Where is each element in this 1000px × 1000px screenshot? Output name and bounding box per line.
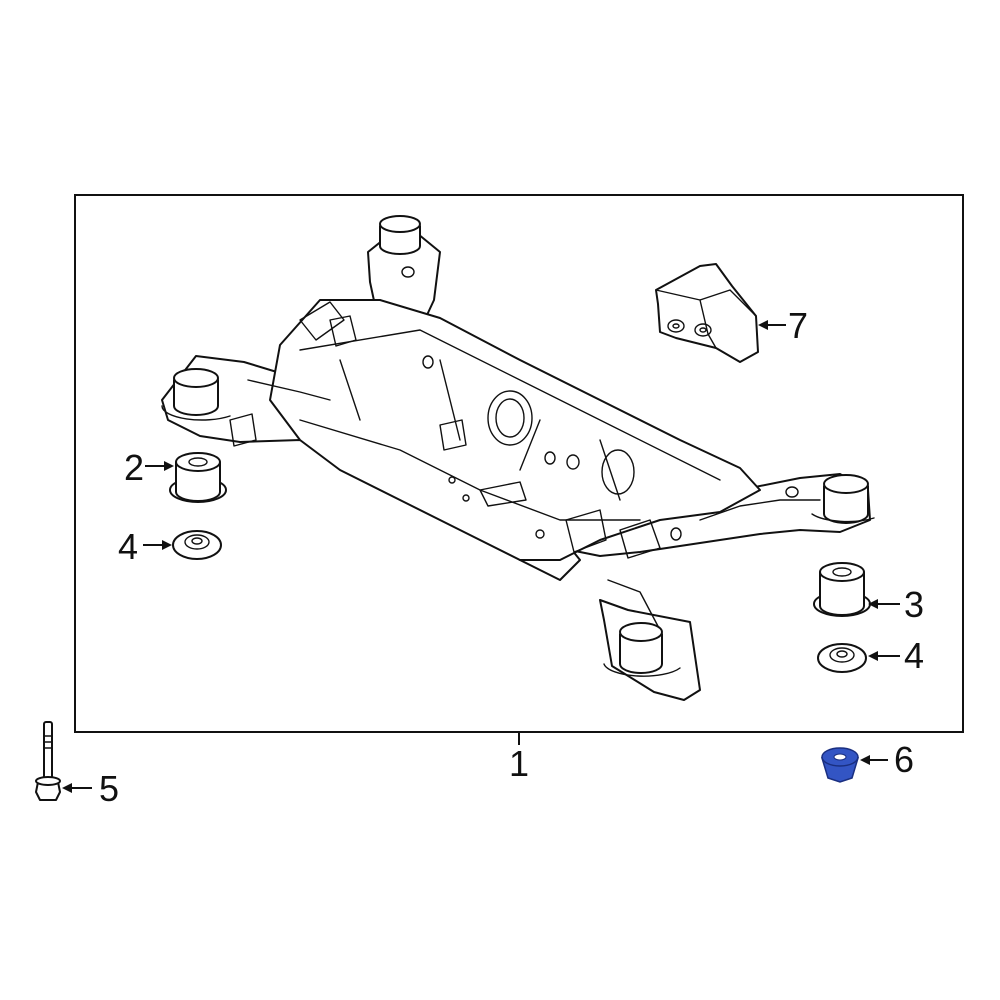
front-bushing-drawing[interactable] bbox=[169, 452, 227, 503]
washer-left-drawing[interactable] bbox=[172, 530, 222, 560]
callout-4-right[interactable]: 4 bbox=[904, 635, 924, 676]
callout-1[interactable]: 1 bbox=[509, 743, 529, 784]
callout-3[interactable]: 3 bbox=[904, 584, 924, 625]
rear-bushing-drawing[interactable] bbox=[813, 562, 871, 617]
callout-2[interactable]: 2 bbox=[124, 447, 144, 488]
callout-6[interactable]: 6 bbox=[894, 739, 914, 780]
callout-7[interactable]: 7 bbox=[788, 305, 808, 346]
nut-drawing[interactable] bbox=[820, 747, 860, 783]
bracket-drawing[interactable] bbox=[655, 263, 759, 363]
bolt-drawing[interactable] bbox=[35, 721, 61, 801]
washer-right-drawing[interactable] bbox=[817, 643, 867, 673]
callout-5[interactable]: 5 bbox=[99, 768, 119, 809]
subframe-drawing[interactable] bbox=[161, 215, 875, 701]
callout-4-left[interactable]: 4 bbox=[118, 526, 138, 567]
